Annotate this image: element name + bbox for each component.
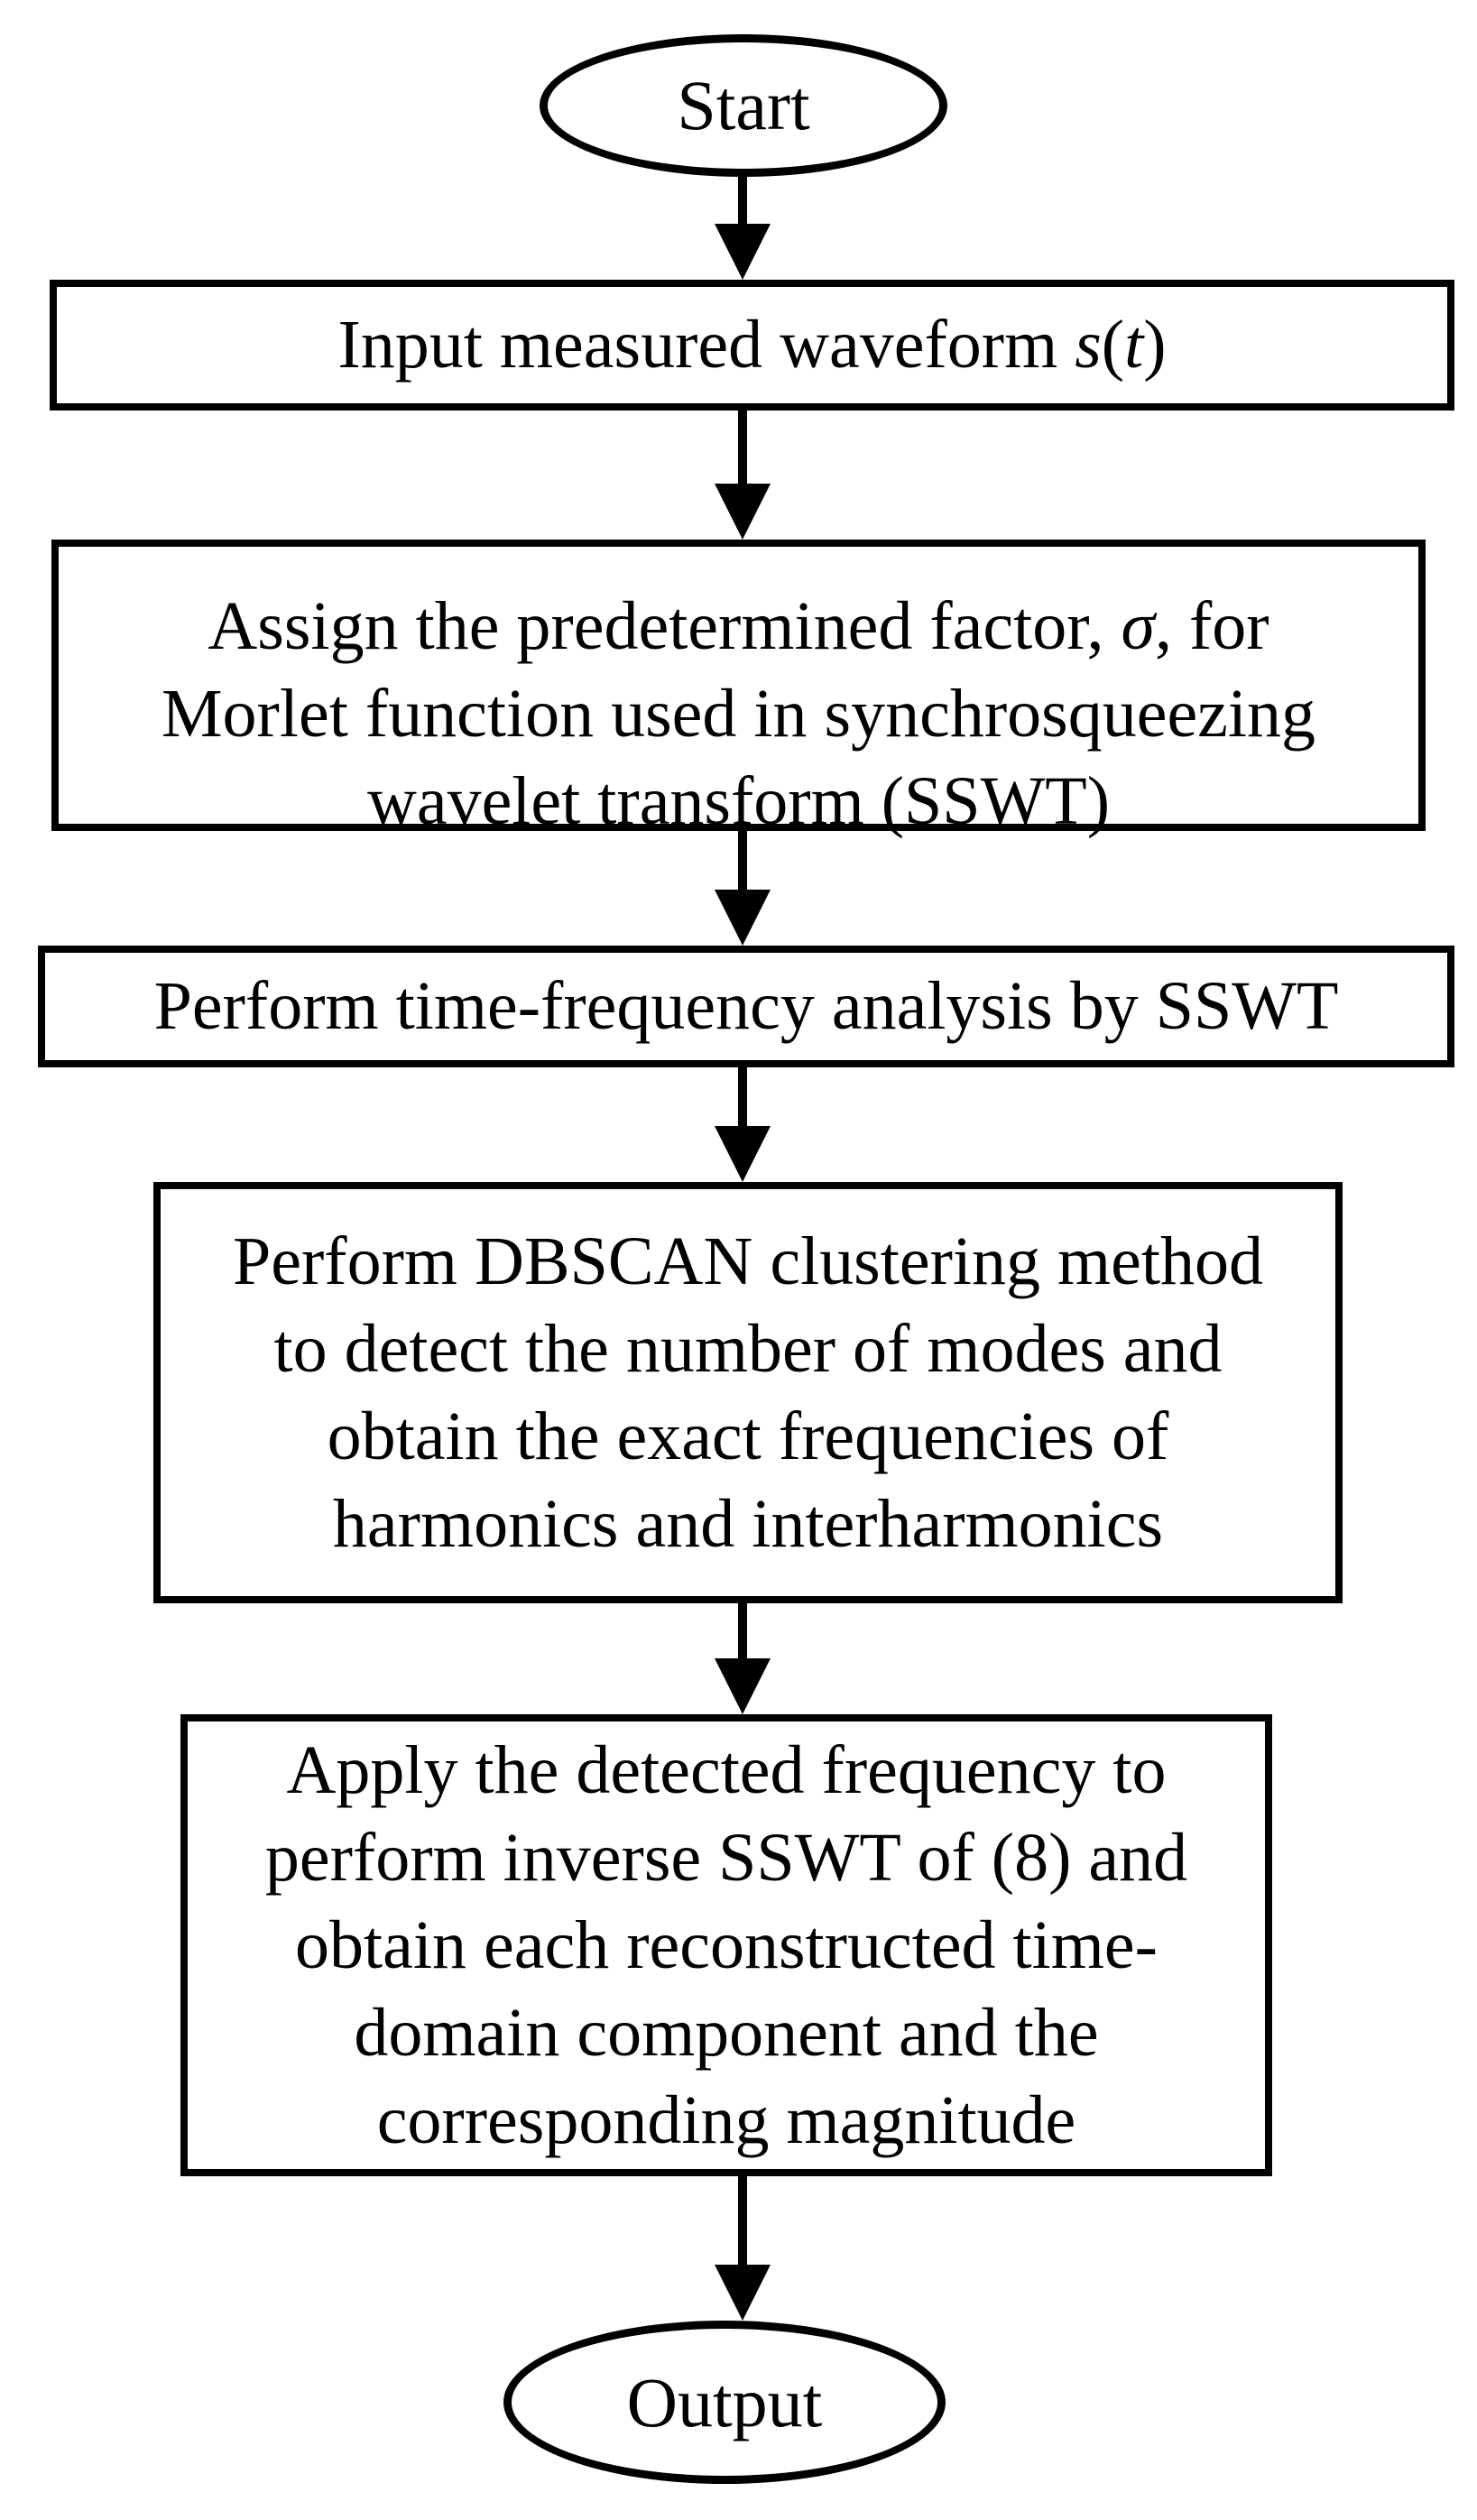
process-box-input-waveform: Input measured waveform s(t) — [50, 280, 1454, 411]
output-label: Output — [626, 2362, 823, 2442]
inverse-sswt-line-3: obtain each reconstructed time- — [295, 1906, 1158, 1983]
time-frequency-analysis-text: Perform time-frequency analysis by SSWT — [153, 968, 1339, 1044]
inverse-sswt-line-5: corresponding magnitude — [376, 2082, 1076, 2158]
dbscan-line-3: obtain the exact frequencies of — [327, 1398, 1169, 1474]
arrow-down-6-icon — [738, 2174, 747, 2265]
output-terminator: Output — [503, 2321, 946, 2484]
dbscan-line-1: Perform DBSCAN clustering method — [232, 1223, 1263, 1299]
assign-factor-line-3: wavelet transform (SSWT) — [366, 763, 1111, 839]
assign-factor-line-1: Assign the predetermined factor, σ, for — [208, 588, 1269, 664]
inverse-sswt-line-1: Apply the detected frequency to — [286, 1731, 1167, 1808]
start-terminator: Start — [540, 34, 947, 177]
assign-factor-line-2: Morlet function used in synchrosqueezing — [161, 676, 1316, 752]
process-box-assign-factor: Assign the predetermined factor, σ, for … — [51, 540, 1426, 839]
inverse-sswt-line-4: domain component and the — [354, 1994, 1099, 2071]
start-label: Start — [677, 66, 810, 144]
arrow-down-5-icon — [738, 1603, 747, 1658]
arrow-down-3-icon — [738, 828, 747, 890]
process-box-time-frequency-analysis: Perform time-frequency analysis by SSWT — [38, 946, 1454, 1067]
arrow-down-2-icon — [738, 411, 747, 484]
process-box-dbscan-clustering: Perform DBSCAN clustering method to dete… — [153, 1182, 1343, 1603]
dbscan-line-4: harmonics and interharmonics — [332, 1485, 1164, 1562]
dbscan-line-2: to detect the number of modes and — [273, 1310, 1223, 1387]
arrow-down-4-icon — [738, 1067, 747, 1126]
inverse-sswt-line-2: perform inverse SSWT of (8) and — [264, 1819, 1188, 1896]
arrow-down-1-icon — [738, 175, 747, 224]
process-box-inverse-sswt: Apply the detected frequency to perform … — [180, 1714, 1272, 2176]
process-box-input-waveform-text: Input measured waveform s(t) — [337, 307, 1167, 383]
